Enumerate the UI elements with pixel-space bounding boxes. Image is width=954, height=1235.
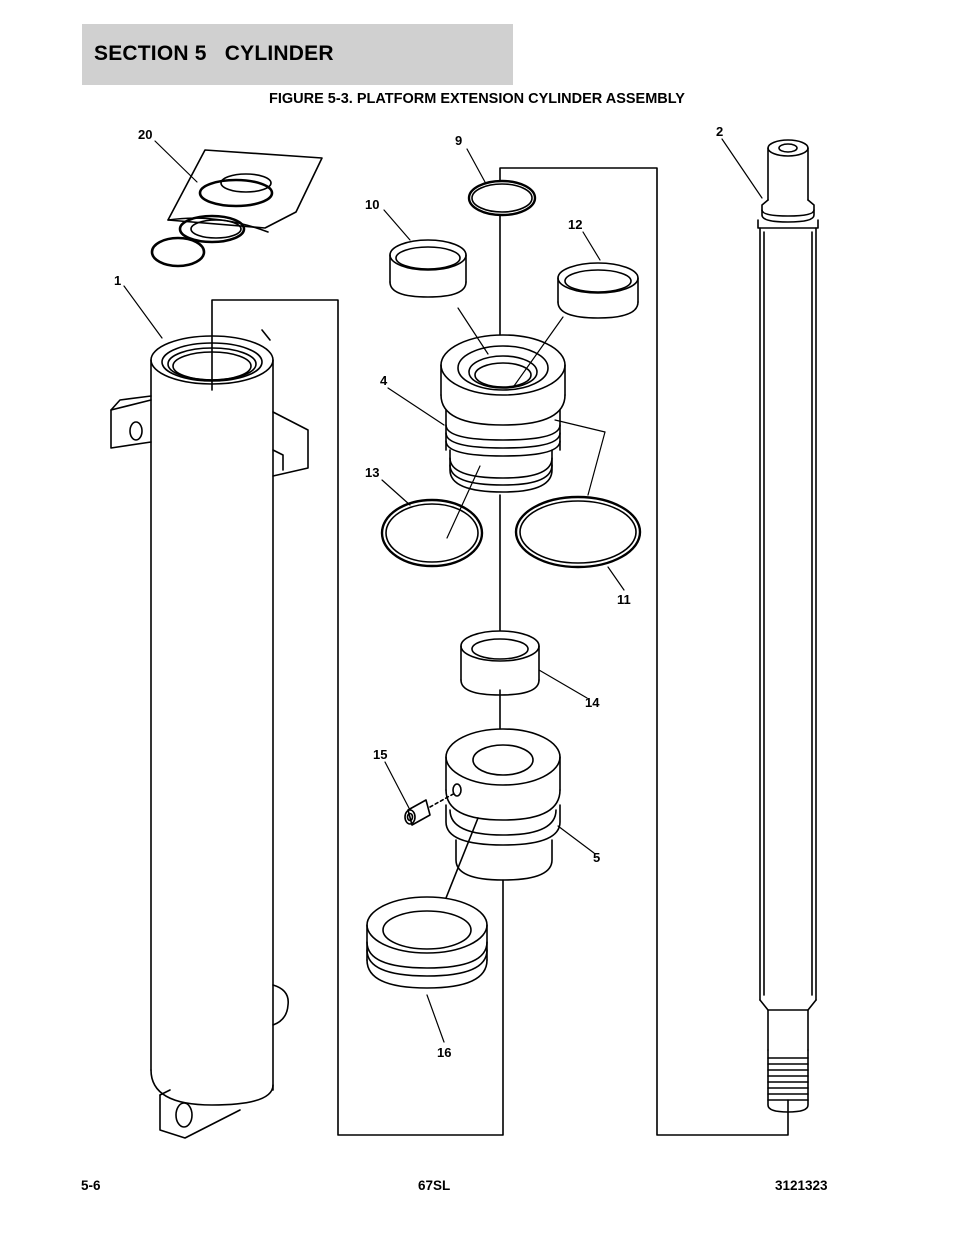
callout-9: 9 [455, 133, 462, 148]
callout-15: 15 [373, 747, 387, 762]
callout-16: 16 [437, 1045, 451, 1060]
callout-2: 2 [716, 124, 723, 139]
callout-20: 20 [138, 127, 152, 142]
callout-4: 4 [380, 373, 388, 388]
cylinder-head [440, 334, 566, 493]
footer-model: 67SL [418, 1178, 451, 1193]
footer-page-number: 5-6 [81, 1178, 101, 1193]
rod-seal [557, 262, 639, 319]
cylinder-rod [757, 139, 819, 1113]
section-title: SECTION 5 CYLINDER [94, 42, 334, 65]
cylinder-barrel [110, 329, 309, 1139]
spacer [460, 630, 540, 696]
section-header: SECTION 5 CYLINDER [82, 24, 513, 85]
figure-title: FIGURE 5-3. PLATFORM EXTENSION CYLINDER … [269, 91, 685, 107]
callout-10: 10 [365, 197, 379, 212]
piston-seal [366, 896, 488, 989]
callout-14: 14 [585, 695, 600, 710]
callout-1: 1 [114, 273, 121, 288]
footer-document-number: 3121323 [775, 1178, 828, 1193]
seal-kit-bag [150, 149, 323, 268]
callout-11: 11 [617, 592, 631, 607]
callout-12: 12 [568, 217, 582, 232]
piston [445, 728, 561, 881]
callout-13: 13 [365, 465, 379, 480]
set-screw [404, 792, 456, 826]
wiper-seal [389, 239, 467, 298]
callout-5: 5 [593, 850, 600, 865]
